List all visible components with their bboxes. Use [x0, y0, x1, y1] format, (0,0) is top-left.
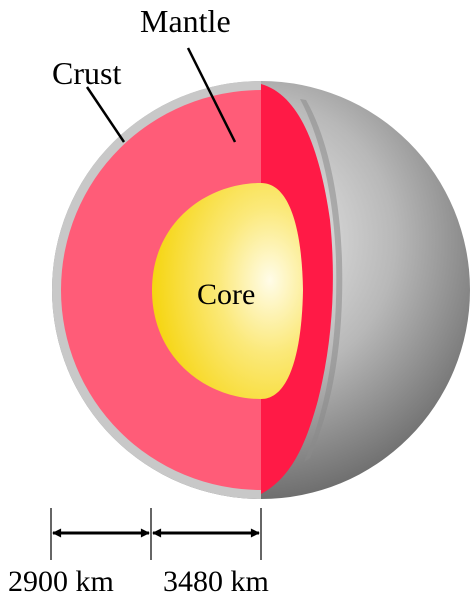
cut-edge-shadow	[300, 99, 343, 462]
core-label: Core	[197, 278, 255, 311]
core-radius-label: 3480 km	[163, 565, 269, 598]
mantle-leader-line	[186, 47, 237, 143]
core	[152, 183, 303, 399]
crust-leader-line	[85, 86, 126, 143]
mantle-label: Mantle	[140, 3, 231, 39]
crust-label: Crust	[52, 55, 121, 91]
mantle-thickness-label: 2900 km	[8, 565, 114, 598]
